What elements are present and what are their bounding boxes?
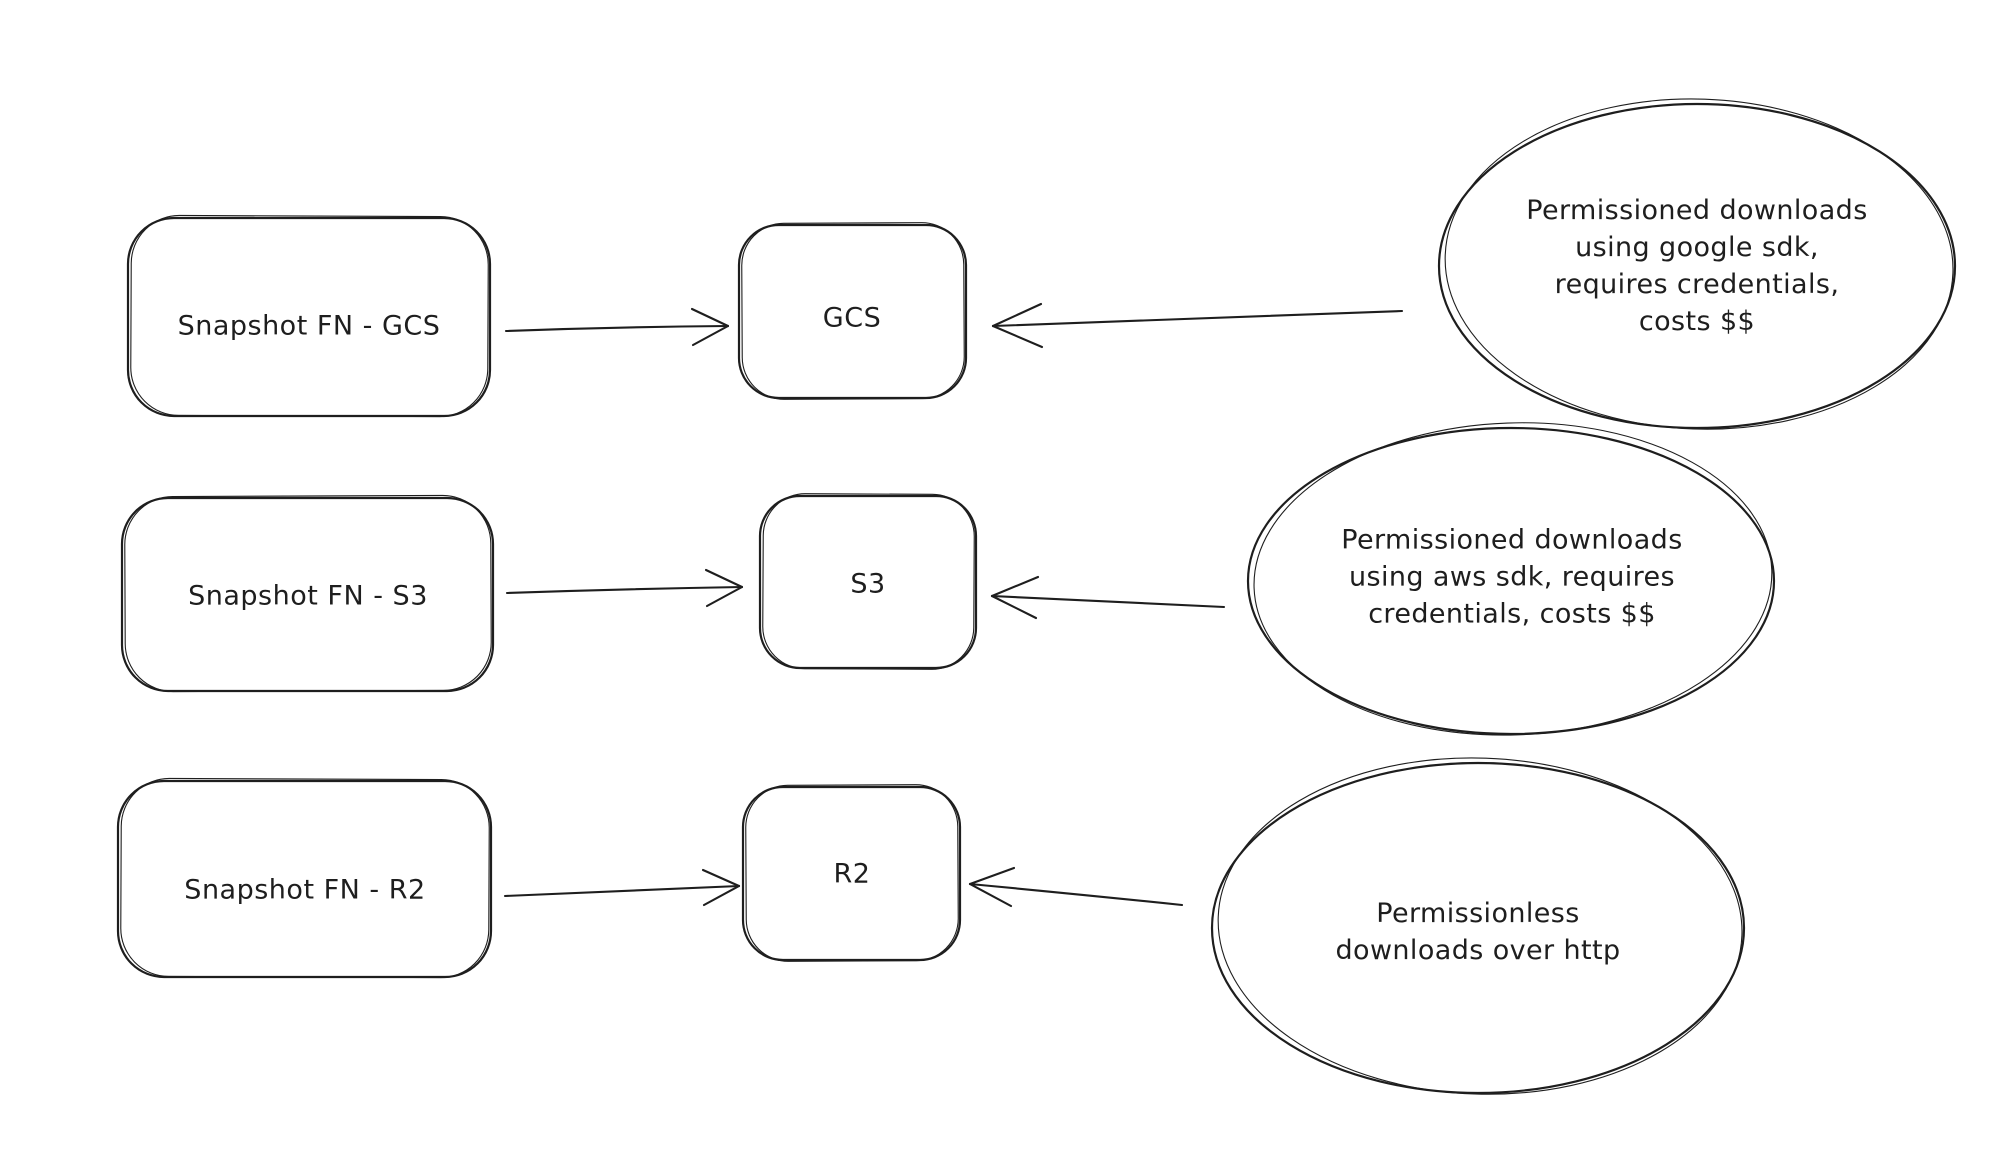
note-gcs-line-4: costs $$ xyxy=(1638,306,1756,337)
note-gcs-line-1: Permissioned downloads xyxy=(1526,195,1868,226)
snapshot-fn-gcs-box xyxy=(126,214,492,418)
note-s3-line-1: Permissioned downloads xyxy=(1341,524,1683,556)
arrow-note-to-s3 xyxy=(990,575,1226,620)
note-s3-line-2: using aws sdk, requires xyxy=(1348,561,1676,593)
snapshot-fn-s3-box xyxy=(120,494,495,693)
arrow-snapshot-to-s3 xyxy=(505,568,744,608)
arrow-note-to-r2 xyxy=(968,866,1184,908)
s3-label: S3 xyxy=(850,568,886,600)
snapshot-fn-s3-label: Snapshot FN - S3 xyxy=(188,580,428,612)
gcs-box xyxy=(737,222,968,400)
s3-box xyxy=(758,493,978,670)
note-ellipse-s3 xyxy=(1246,422,1776,736)
note-gcs: Permissioned downloads using google sdk,… xyxy=(1467,192,1927,340)
note-r2-line-1: Permissionless xyxy=(1376,898,1580,929)
note-gcs-line-2: using google sdk, xyxy=(1575,232,1819,263)
note-r2: Permissionless downloads over http xyxy=(1248,895,1708,969)
arrow-snapshot-to-gcs xyxy=(504,307,730,347)
gcs-label: GCS xyxy=(822,302,882,334)
note-r2-line-2: downloads over http xyxy=(1335,935,1621,966)
note-ellipse-r2 xyxy=(1210,757,1746,1095)
r2-box xyxy=(741,784,962,962)
note-s3-line-3: credentials, costs $$ xyxy=(1368,598,1656,630)
snapshot-fn-r2-label: Snapshot FN - R2 xyxy=(184,874,426,906)
note-s3: Permissioned downloads using aws sdk, re… xyxy=(1282,522,1742,633)
r2-label: R2 xyxy=(833,858,871,890)
note-ellipse-gcs xyxy=(1437,98,1957,430)
snapshot-fn-gcs-label: Snapshot FN - GCS xyxy=(177,310,441,342)
snapshot-fn-r2-box xyxy=(116,777,493,979)
arrow-note-to-gcs xyxy=(991,302,1404,349)
note-gcs-line-3: requires credentials, xyxy=(1554,269,1840,300)
arrow-snapshot-to-r2 xyxy=(503,868,741,907)
